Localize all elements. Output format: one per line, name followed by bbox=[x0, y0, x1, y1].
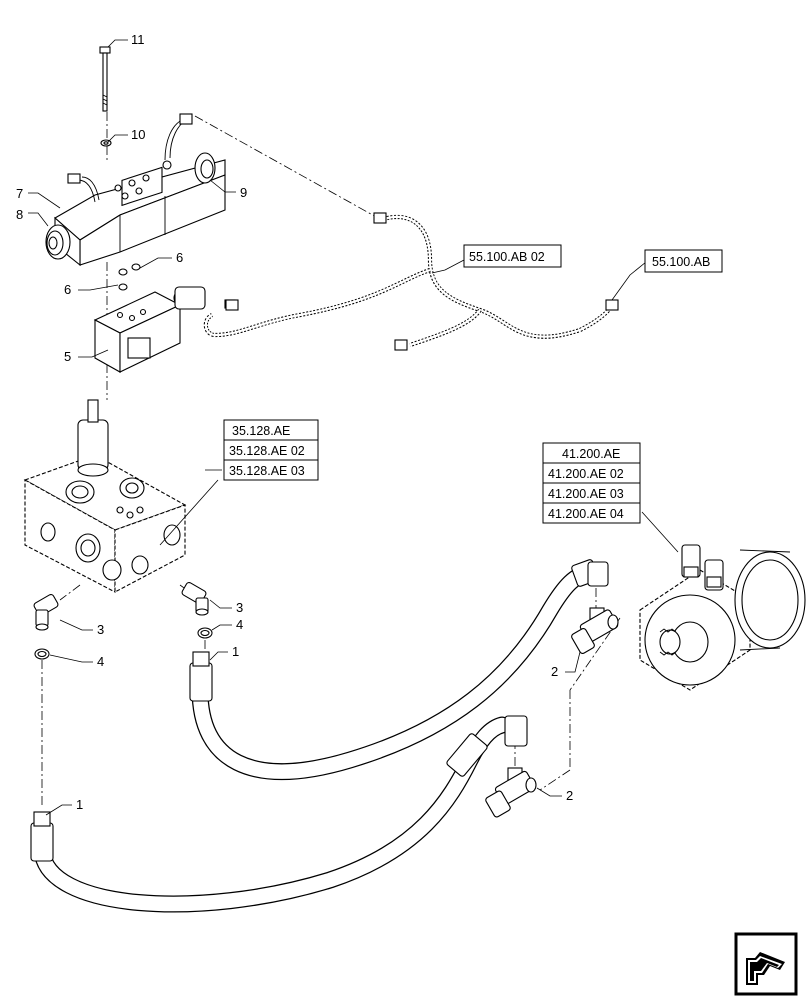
hose-1-lower bbox=[30, 715, 528, 913]
motor-reference-box: 41.200.AE 41.200.AE 02 41.200.AE 03 41.2… bbox=[542, 442, 641, 524]
valve-ref-2[interactable]: 35.128.AE 02 bbox=[229, 444, 305, 458]
callout-6-left: 6 bbox=[64, 282, 71, 297]
solenoid-valve bbox=[45, 113, 226, 267]
callout-3-right: 3 bbox=[236, 600, 243, 615]
callout-2-upper: 2 bbox=[551, 664, 558, 679]
fitting-3-right bbox=[181, 581, 209, 616]
washer-10 bbox=[100, 139, 112, 147]
harness-reference-b: 55.100.AB bbox=[644, 249, 723, 273]
o-ring-4-left bbox=[34, 648, 50, 660]
callout-10: 10 bbox=[131, 127, 145, 142]
motor-ref-4[interactable]: 41.200.AE 04 bbox=[548, 507, 624, 521]
harness-ref-b-label[interactable]: 55.100.AB bbox=[652, 255, 710, 269]
callout-4-right: 4 bbox=[236, 617, 243, 632]
valve-body bbox=[23, 399, 187, 593]
arrow-icon[interactable] bbox=[734, 932, 798, 996]
callout-1-lower: 1 bbox=[76, 797, 83, 812]
callout-1-upper: 1 bbox=[232, 644, 239, 659]
fitting-3-left bbox=[33, 593, 59, 631]
harness-reference-a: 55.100.AB 02 bbox=[463, 244, 562, 268]
tee-fitting-2-lower bbox=[485, 767, 537, 818]
callout-3-left: 3 bbox=[97, 622, 104, 637]
leader-lines bbox=[28, 39, 679, 816]
callout-4-left: 4 bbox=[97, 654, 104, 669]
adapter-block-5 bbox=[93, 286, 236, 373]
motor-ref-1[interactable]: 41.200.AE bbox=[562, 447, 620, 461]
hydraulic-motor bbox=[639, 544, 806, 691]
tee-fitting-2-upper bbox=[571, 607, 619, 654]
motor-ref-2[interactable]: 41.200.AE 02 bbox=[548, 467, 624, 481]
callout-9: 9 bbox=[240, 185, 247, 200]
callout-6-right: 6 bbox=[176, 250, 183, 265]
harness-ref-a-label[interactable]: 55.100.AB 02 bbox=[469, 250, 545, 264]
callout-8: 8 bbox=[16, 207, 23, 222]
callout-numbers: 11 10 7 8 9 6 6 5 3 3 4 4 1 1 2 2 bbox=[16, 32, 573, 812]
callout-11: 11 bbox=[131, 32, 145, 47]
valve-ref-1[interactable]: 35.128.AE bbox=[232, 424, 290, 438]
callout-5: 5 bbox=[64, 349, 71, 364]
o-ring-4-right bbox=[197, 627, 213, 639]
callout-2-lower: 2 bbox=[566, 788, 573, 803]
o-rings-6 bbox=[118, 263, 141, 291]
motor-ref-3[interactable]: 41.200.AE 03 bbox=[548, 487, 624, 501]
hose-1-upper bbox=[189, 559, 609, 781]
valve-ref-3[interactable]: 35.128.AE 03 bbox=[229, 464, 305, 478]
wiring-harness bbox=[203, 212, 619, 351]
valve-reference-box: 35.128.AE 35.128.AE 02 35.128.AE 03 bbox=[223, 419, 319, 481]
bolt-11 bbox=[99, 46, 111, 112]
callout-7: 7 bbox=[16, 186, 23, 201]
